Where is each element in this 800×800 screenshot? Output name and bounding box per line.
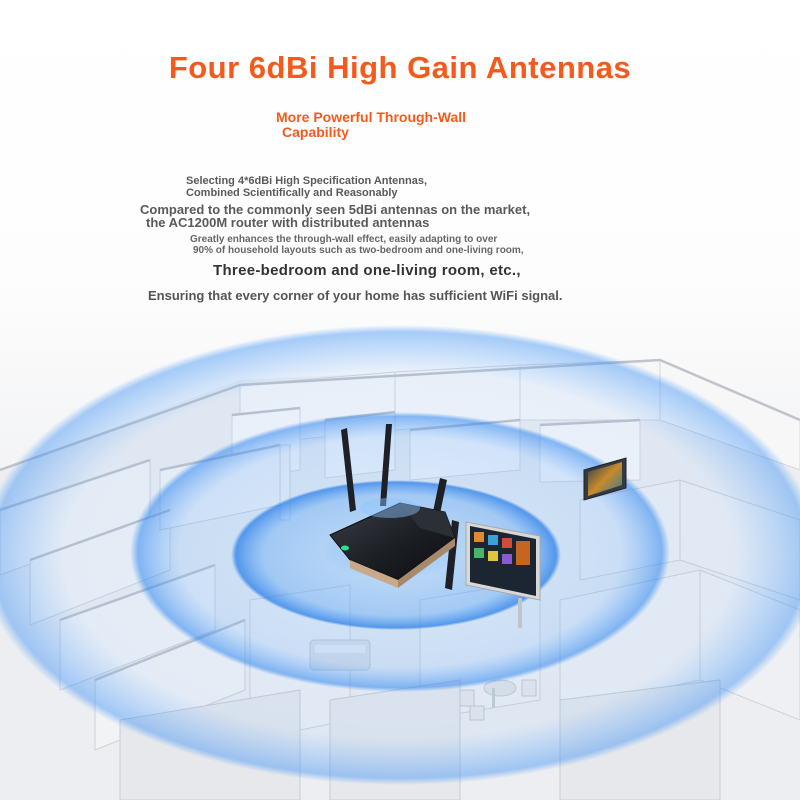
text-line: Combined Scientifically and Reasonably <box>186 187 398 199</box>
text-block-antennas: Selecting 4*6dBi High Specification Ante… <box>186 175 427 199</box>
text-line: 90% of household layouts such as two-bed… <box>193 245 524 256</box>
subtitle: More Powerful Through-Wall Capability <box>276 110 526 140</box>
tablet-icon <box>465 521 541 628</box>
text-coverage: Ensuring that every corner of your home … <box>148 288 563 303</box>
text-highlight: Three-bedroom and one-living room, etc., <box>213 262 521 279</box>
text-line: Greatly enhances the through-wall effect… <box>190 234 498 245</box>
text-line: the AC1200M router with distributed ante… <box>146 215 430 230</box>
text-line: Selecting 4*6dBi High Specification Ante… <box>186 175 428 187</box>
tv-icon <box>583 457 627 501</box>
text-line: Compared to the commonly seen 5dBi anten… <box>140 202 531 217</box>
subtitle-line-2: Capability <box>282 124 349 140</box>
text-block-comparison: Compared to the commonly seen 5dBi anten… <box>140 203 530 229</box>
page-title: Four 6dBi High Gain Antennas <box>168 50 632 85</box>
subtitle-line-1: More Powerful Through-Wall <box>276 109 467 125</box>
text-block-layouts: Greatly enhances the through-wall effect… <box>190 234 524 256</box>
router-icon <box>329 424 459 590</box>
